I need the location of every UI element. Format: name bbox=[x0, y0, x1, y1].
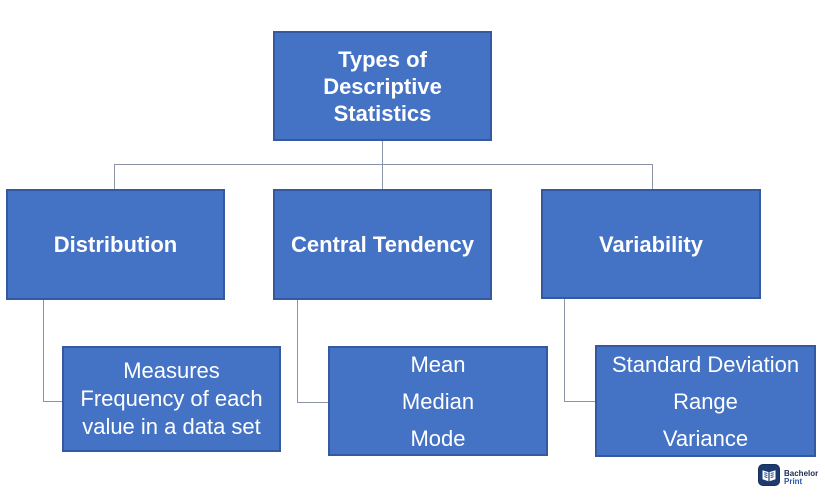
node-distribution-detail: Measures Frequency of each value in a da… bbox=[62, 346, 281, 452]
node-types-of-descriptive-statistics: Types of Descriptive Statistics bbox=[273, 31, 492, 141]
bachelorprint-wordmark: Bachelor Print bbox=[784, 468, 819, 486]
connector-variability-horizontal bbox=[564, 401, 596, 402]
connector-root-vertical bbox=[382, 141, 383, 189]
node-distribution: Distribution bbox=[6, 189, 225, 300]
bachelorprint-logo: Bachelor Print bbox=[758, 464, 818, 491]
logo-word-print: Print bbox=[784, 476, 803, 486]
node-central-tendency-detail: Mean Median Mode bbox=[328, 346, 548, 456]
connector-main-horizontal bbox=[114, 164, 653, 165]
node-central-tendency: Central Tendency bbox=[273, 189, 492, 300]
connector-right-drop bbox=[652, 164, 653, 189]
logo-word-bachelor: Bachelor bbox=[784, 468, 819, 478]
bachelorprint-book-icon bbox=[758, 464, 780, 491]
connector-variability-vertical bbox=[564, 299, 565, 402]
connector-central-tendency-horizontal bbox=[297, 402, 329, 403]
connector-distribution-vertical bbox=[43, 300, 44, 402]
connector-distribution-horizontal bbox=[43, 401, 63, 402]
connector-central-tendency-vertical bbox=[297, 300, 298, 403]
node-variability-detail: Standard Deviation Range Variance bbox=[595, 345, 816, 457]
connector-left-drop bbox=[114, 164, 115, 189]
node-variability: Variability bbox=[541, 189, 761, 299]
